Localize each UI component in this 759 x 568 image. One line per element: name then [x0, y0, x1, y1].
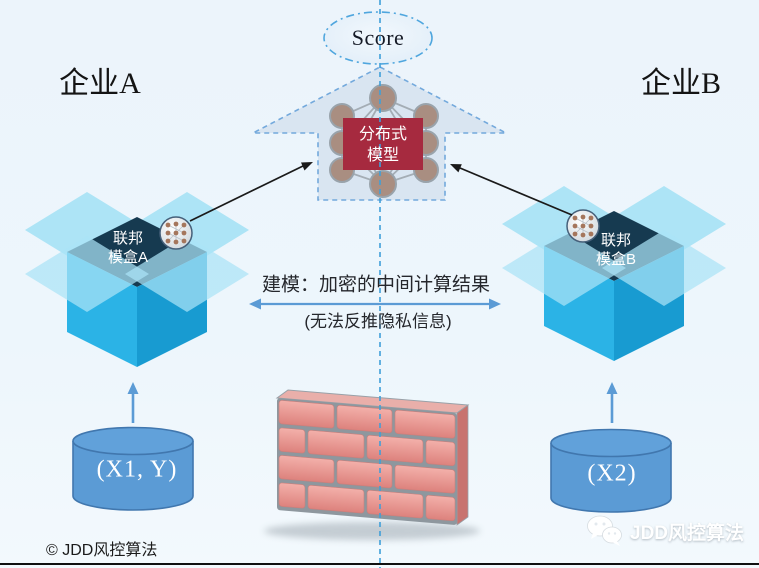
brick-wall-firewall-icon: [264, 389, 480, 540]
federated-box-a-label: 联邦 模盒A: [108, 229, 148, 267]
arrow-data-a-to-box: [126, 380, 140, 425]
federated-box-b-label: 联邦 模盒B: [596, 231, 636, 269]
federated-box-a: [25, 192, 249, 367]
box-a-line1: 联邦: [112, 230, 144, 247]
enterprise-a-label: 企业A: [59, 67, 141, 100]
data-a-label: (X1, Y): [96, 456, 178, 483]
bottom-border-line: [0, 563, 759, 565]
copyright-text: © JDD风控算法: [46, 542, 158, 559]
watermark-text: JDD风控算法: [630, 522, 745, 544]
exchange-arrow: [249, 298, 501, 310]
box-b-line1: 联邦: [600, 232, 632, 249]
exchange-caption-line2: (无法反推隐私信息): [304, 311, 452, 331]
distributed-model-box: [343, 118, 423, 170]
arrow-box-b-to-model: [450, 164, 573, 216]
exchange-caption-line1: 建模：加密的中间计算结果: [261, 274, 491, 296]
score-ellipse: [323, 11, 433, 65]
watermark: JDD风控算法: [586, 515, 744, 547]
wechat-logo-icon: [587, 515, 622, 546]
score-label: Score: [351, 24, 405, 50]
arrow-box-a-to-model: [189, 162, 313, 222]
federated-box-b: [502, 186, 726, 361]
enterprise-b-label: 企业B: [640, 67, 722, 100]
encrypted-sphere-icon: [159, 216, 193, 250]
distributed-model-label: 分布式 模型: [359, 124, 407, 166]
arrow-data-b-to-box: [605, 380, 619, 425]
box-a-line2: 模盒A: [107, 249, 149, 266]
data-b-label: (X2): [587, 460, 637, 487]
model-label-line1: 分布式: [358, 126, 408, 143]
box-b-line2: 模盒B: [595, 251, 637, 268]
model-label-line2: 模型: [366, 147, 400, 164]
